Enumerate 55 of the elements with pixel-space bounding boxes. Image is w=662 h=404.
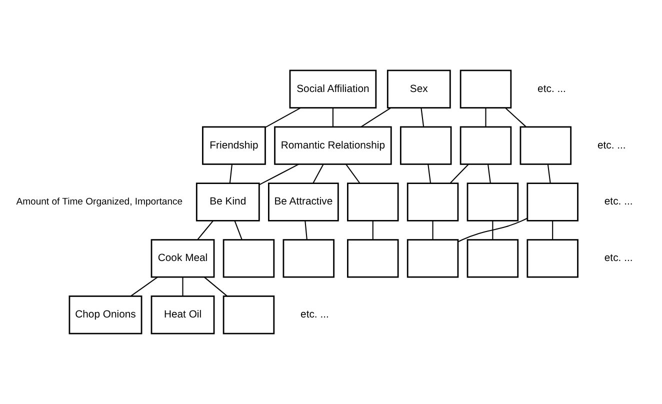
connector — [265, 107, 301, 128]
connector — [332, 108, 334, 127]
node-box — [406, 239, 459, 278]
connector — [346, 164, 360, 184]
connector — [547, 164, 551, 184]
connector — [552, 220, 554, 240]
connector — [304, 220, 308, 240]
connector — [258, 164, 299, 186]
label: Amount of Time Organized, Importance — [16, 196, 183, 208]
node-box: Cook Meal — [150, 239, 215, 278]
node-box — [466, 182, 519, 222]
connector — [492, 220, 494, 240]
connector — [312, 164, 324, 184]
node-box — [466, 239, 519, 278]
node-box — [526, 239, 578, 278]
connector — [488, 164, 491, 184]
node-box: Heat Oil — [150, 296, 215, 334]
node-box — [460, 126, 512, 165]
connector — [360, 107, 392, 128]
connector — [485, 108, 486, 127]
connector — [182, 277, 184, 296]
node-box: Be Kind — [196, 182, 260, 222]
node-box — [400, 126, 452, 165]
node-box: Social Affiliation — [289, 70, 377, 108]
connector — [428, 164, 431, 184]
node-box — [460, 70, 512, 108]
connector — [432, 220, 434, 240]
connector — [204, 276, 228, 296]
node-box — [222, 296, 275, 334]
node-box — [222, 239, 275, 278]
node-box — [282, 239, 335, 278]
connector — [234, 220, 242, 240]
connector — [458, 218, 528, 242]
node-box — [347, 239, 399, 278]
label: etc. ... — [604, 253, 633, 264]
connector — [505, 108, 526, 127]
connector — [130, 276, 158, 296]
connector — [420, 108, 424, 127]
node-box: Be Attractive — [268, 182, 339, 222]
node-box — [406, 182, 459, 222]
node-box: Friendship — [202, 126, 266, 165]
node-box — [347, 182, 399, 222]
connector — [450, 164, 469, 184]
connector — [229, 164, 233, 184]
label: etc. ... — [597, 140, 626, 152]
node-box — [520, 126, 572, 165]
node-box: Romantic Relationship — [274, 126, 392, 165]
connector — [197, 220, 214, 240]
node-box: Sex — [386, 70, 451, 108]
label: etc. ... — [604, 196, 633, 208]
label: etc. ... — [300, 310, 329, 321]
connector — [372, 220, 374, 240]
node-box: Chop Onions — [68, 296, 142, 334]
label: etc. ... — [538, 84, 566, 95]
node-box — [526, 182, 578, 222]
